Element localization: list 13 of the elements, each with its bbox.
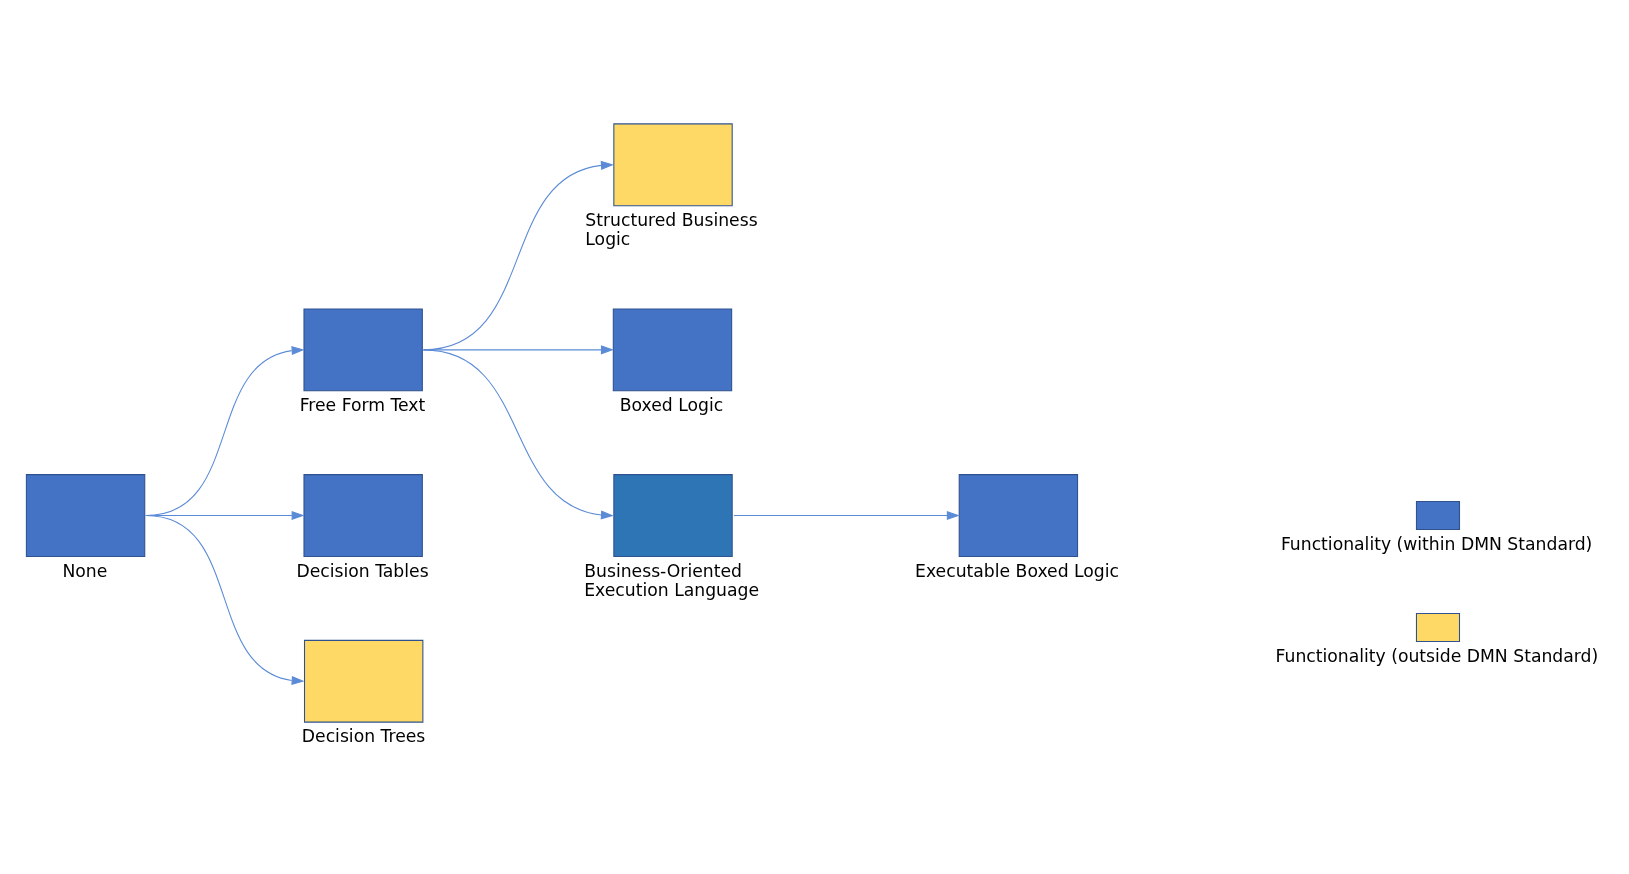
legend-label: Functionality (outside DMN Standard): [1275, 645, 1599, 666]
node-label: Executable Boxed Logic: [915, 560, 1119, 581]
node-label: None: [62, 560, 108, 581]
node-label: Decision Tables: [296, 560, 429, 581]
arrow: [733, 511, 960, 521]
node-label: Boxed Logic: [619, 394, 724, 415]
arrow: [422, 349, 614, 520]
node-label: Business-Oriented Execution Language: [584, 560, 760, 601]
legend-label: Functionality (within DMN Standard): [1280, 533, 1593, 554]
arrow: [145, 515, 305, 685]
node-label: Free Form Text: [299, 394, 426, 415]
node-label: Decision Trees: [301, 726, 426, 747]
node-label: Structured Business Logic: [585, 209, 758, 250]
